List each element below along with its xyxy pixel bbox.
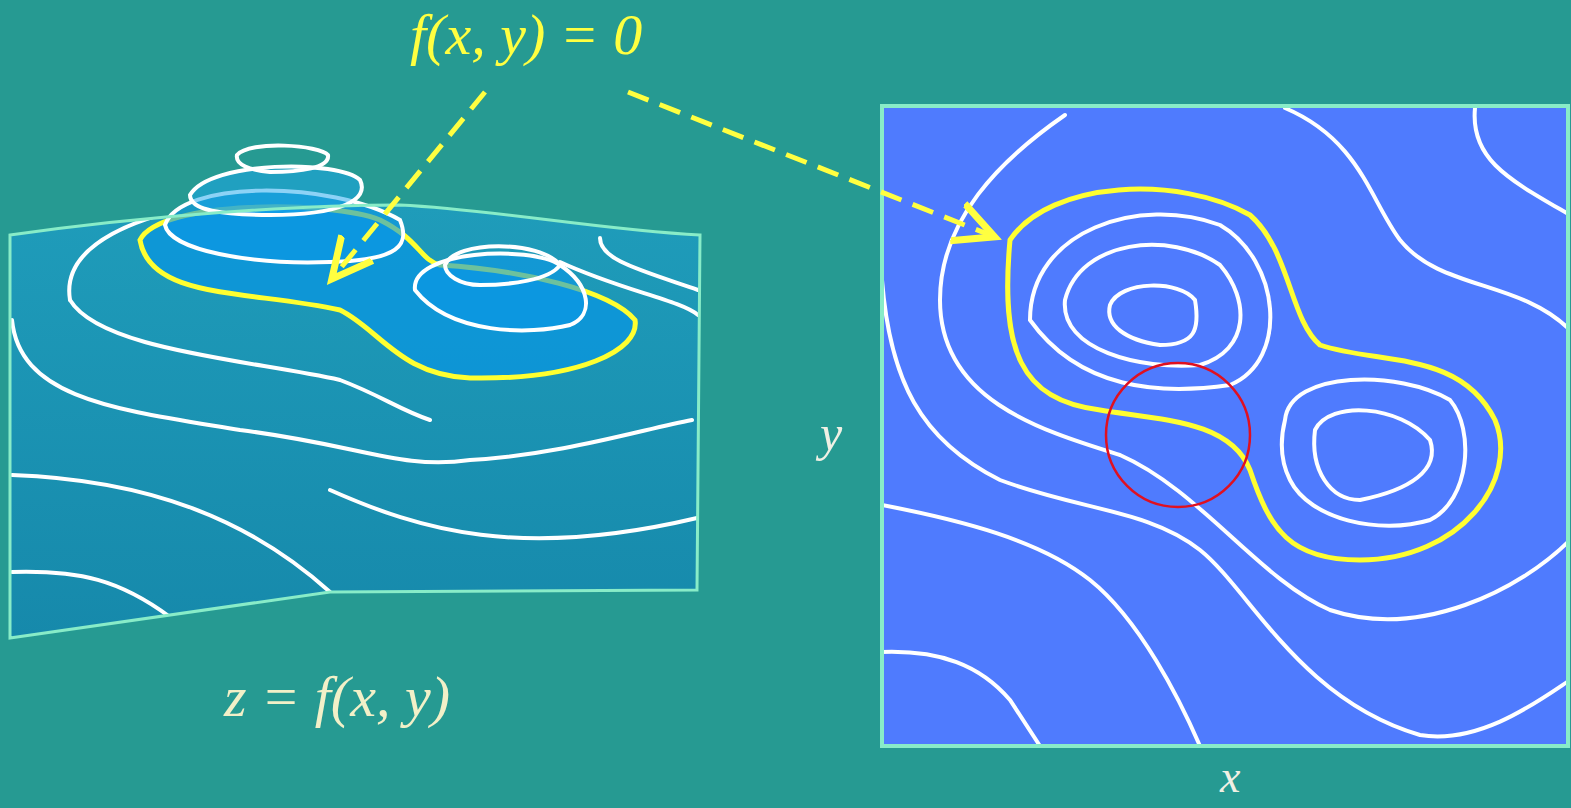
highlight-circle [1106,363,1250,507]
axis-label: y [820,408,842,458]
surface-3d [10,146,700,638]
leader-arrows [335,92,990,275]
contour-map [882,106,1570,746]
axis-label: x [1220,754,1240,800]
equation-label: z = f(x, y) [224,668,450,726]
equation-label: f(x, y) = 0 [410,6,642,64]
